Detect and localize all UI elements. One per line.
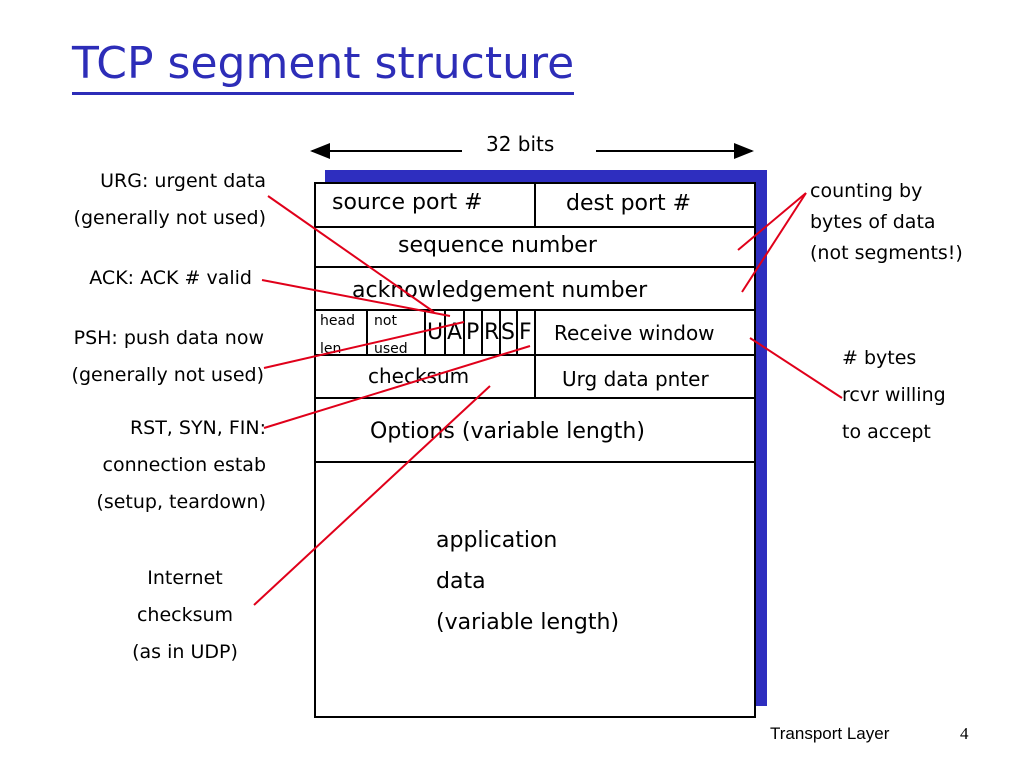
counting-annotation: counting by bytes of data (not segments!… bbox=[810, 176, 963, 269]
psh-annotation: PSH: push data now (generally not used) bbox=[72, 320, 264, 394]
options-field: Options (variable length) bbox=[370, 419, 645, 444]
ack-number-field: acknowledgement number bbox=[352, 278, 648, 303]
row-divider bbox=[316, 226, 754, 228]
rst-syn-fin-annotation: RST, SYN, FIN: connection estab (setup, … bbox=[96, 410, 266, 521]
annotation-line: (generally not used) bbox=[73, 207, 266, 229]
flag-urg: U bbox=[427, 320, 444, 345]
width-label: 32 bits bbox=[486, 132, 555, 156]
dest-port-field: dest port # bbox=[566, 191, 692, 216]
column-divider bbox=[366, 309, 368, 354]
annotation-line: (generally not used) bbox=[71, 364, 264, 386]
source-port-field: source port # bbox=[332, 190, 483, 215]
row-divider bbox=[316, 397, 754, 399]
flag-fin: F bbox=[519, 320, 532, 345]
flag-rst: R bbox=[484, 320, 500, 345]
flag-syn: S bbox=[501, 320, 515, 345]
column-divider bbox=[499, 309, 501, 354]
annotation-line: rcvr willing bbox=[842, 384, 946, 406]
rcvr-callout-line bbox=[749, 337, 843, 399]
checksum-field: checksum bbox=[368, 364, 470, 388]
urg-callout-line bbox=[267, 195, 435, 313]
application-data-field: application data (variable length) bbox=[436, 520, 619, 643]
internet-checksum-annotation: Internet checksum (as in UDP) bbox=[110, 560, 260, 671]
column-divider bbox=[481, 309, 483, 354]
annotation-line: to accept bbox=[842, 421, 931, 443]
ack-annotation: ACK: ACK # valid bbox=[89, 260, 252, 297]
ack-callout-line bbox=[261, 279, 451, 317]
receive-window-field: Receive window bbox=[554, 321, 715, 345]
rst-callout-line bbox=[263, 345, 531, 429]
ack-num-callout-line bbox=[741, 192, 807, 293]
annotation-line: Internet bbox=[147, 567, 223, 589]
footer-label: Transport Layer bbox=[770, 724, 890, 743]
page-number: 4 bbox=[960, 724, 969, 743]
column-divider bbox=[463, 309, 465, 354]
app-data-line: data bbox=[436, 569, 486, 594]
annotation-line: (as in UDP) bbox=[132, 641, 238, 663]
head-len-label-line1: head bbox=[320, 313, 355, 329]
flag-ack: A bbox=[447, 320, 463, 345]
annotation-line: (setup, teardown) bbox=[96, 491, 266, 513]
app-data-line: (variable length) bbox=[436, 610, 620, 635]
column-divider bbox=[534, 309, 536, 397]
not-used-label-line2: used bbox=[374, 341, 408, 357]
annotation-line: bytes of data bbox=[810, 211, 936, 233]
annotation-line: RST, SYN, FIN: bbox=[129, 417, 266, 439]
app-data-line: application bbox=[436, 528, 558, 553]
column-divider bbox=[534, 184, 536, 226]
column-divider bbox=[516, 309, 518, 354]
flag-psh: P bbox=[466, 320, 480, 345]
annotation-line: connection estab bbox=[102, 454, 266, 476]
tcp-segment-diagram: source port # dest port # sequence numbe… bbox=[314, 182, 756, 718]
column-divider bbox=[444, 309, 446, 354]
row-divider bbox=[316, 266, 754, 268]
urg-annotation: URG: urgent data (generally not used) bbox=[74, 163, 266, 237]
psh-callout-line bbox=[263, 321, 465, 369]
annotation-line: # bytes bbox=[842, 347, 917, 369]
annotation-line: URG: urgent data bbox=[100, 170, 266, 192]
page-title: TCP segment structure bbox=[72, 38, 575, 95]
row-divider bbox=[316, 461, 754, 463]
seq-callout-line bbox=[737, 192, 807, 251]
not-used-label-line1: not bbox=[374, 313, 397, 329]
rcvr-window-annotation: # bytes rcvr willing to accept bbox=[842, 340, 946, 451]
checksum-callout-line bbox=[253, 385, 491, 606]
annotation-line: ACK: ACK # valid bbox=[89, 267, 252, 289]
annotation-line: (not segments!) bbox=[810, 242, 963, 264]
annotation-line: checksum bbox=[136, 604, 234, 626]
urg-pointer-field: Urg data pnter bbox=[562, 367, 709, 391]
annotation-line: counting by bbox=[810, 180, 923, 202]
annotation-line: PSH: push data now bbox=[73, 327, 264, 349]
sequence-number-field: sequence number bbox=[398, 233, 597, 258]
